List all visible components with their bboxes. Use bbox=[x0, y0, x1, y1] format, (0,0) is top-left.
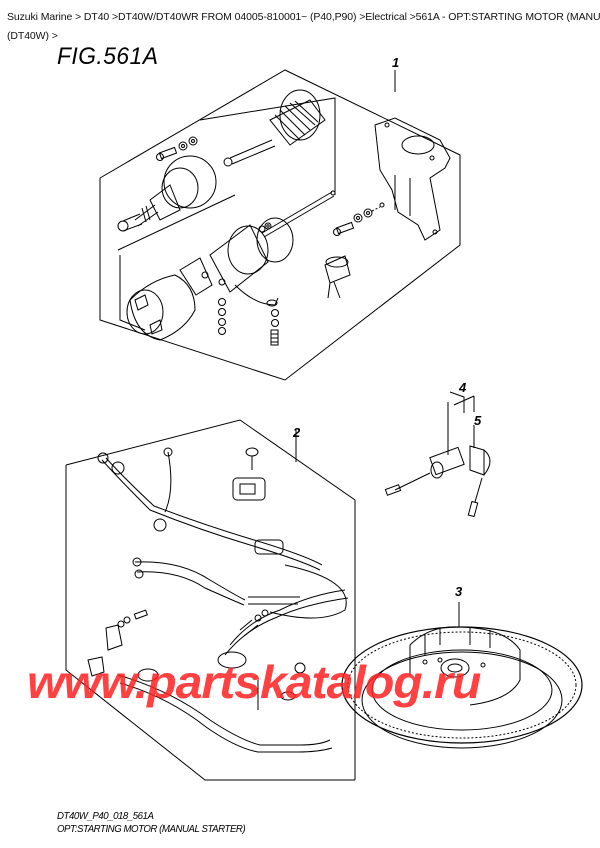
flywheel-group bbox=[341, 602, 583, 749]
screw-washers-top bbox=[156, 136, 198, 161]
field-coil-sleeve bbox=[126, 274, 196, 341]
breadcrumb-line-1[interactable]: Suzuki Marine > DT40 >DT40W/DT40WR FROM … bbox=[7, 11, 600, 23]
callout-5[interactable]: 5 bbox=[474, 413, 482, 428]
bracket-bolt-washers bbox=[333, 206, 381, 236]
callout-4[interactable]: 4 bbox=[459, 380, 467, 395]
figure-footer: DT40W_P40_018_561A OPT:STARTING MOTOR (M… bbox=[57, 810, 246, 836]
ignition-switch-group bbox=[384, 391, 491, 518]
mounting-bracket-part bbox=[374, 117, 451, 241]
breadcrumb: Suzuki Marine > DT40 >DT40W/DT40WR FROM … bbox=[7, 8, 600, 46]
drawing-code: DT40W_P40_018_561A bbox=[57, 810, 154, 822]
bolt-washers-lower bbox=[218, 298, 279, 346]
callout-1[interactable]: 1 bbox=[392, 55, 400, 70]
armature-part bbox=[223, 89, 326, 167]
starting-motor-group bbox=[99, 69, 461, 381]
watermark: www.partskatalog.ru bbox=[27, 656, 481, 708]
relay-part bbox=[324, 255, 351, 299]
pinion-housing-part bbox=[117, 155, 217, 232]
figure-caption: OPT:STARTING MOTOR (MANUAL STARTER) bbox=[57, 823, 246, 835]
breadcrumb-line-2[interactable]: (DT40W) > bbox=[7, 30, 58, 42]
brush-holder-yoke-part bbox=[179, 217, 294, 296]
callout-3[interactable]: 3 bbox=[455, 584, 463, 599]
wiring-harness-group bbox=[65, 419, 356, 781]
figure-title: FIG.561A bbox=[57, 43, 159, 70]
callout-2[interactable]: 2 bbox=[293, 425, 301, 440]
